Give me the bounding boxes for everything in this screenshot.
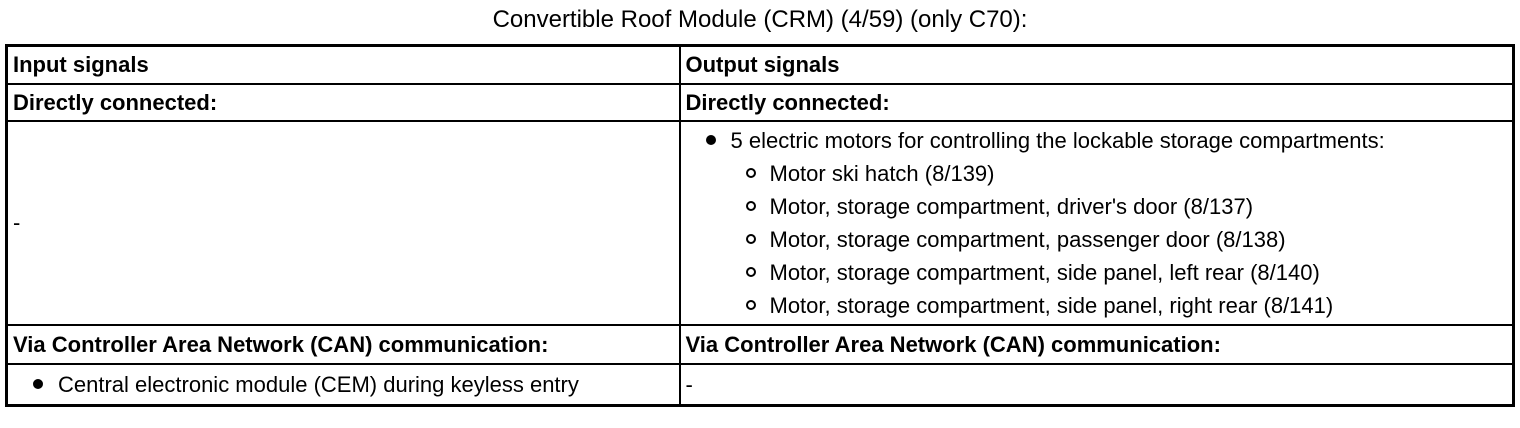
column-header-output-signals: Output signals: [678, 44, 1515, 85]
input-directly-connected-label: Directly connected:: [5, 82, 681, 122]
input-can-communication-list: Central electronic module (CEM) during k…: [5, 362, 681, 407]
bullet-icon: [33, 379, 43, 390]
output-directly-connected-list: 5 electric motors for controlling the lo…: [678, 119, 1515, 326]
signals-table: Input signals Output signals Directly co…: [5, 44, 1515, 407]
list-item-label: Motor, storage compartment, side panel, …: [769, 259, 1320, 285]
circle-bullet-icon: [745, 300, 756, 310]
column-header-input-signals: Input signals: [5, 44, 681, 85]
input-can-communication-label: Via Controller Area Network (CAN) commun…: [5, 323, 681, 365]
circle-bullet-icon: [745, 267, 756, 277]
page-title: Convertible Roof Module (CRM) (4/59) (on…: [492, 6, 1028, 33]
output-directly-connected-label: Directly connected:: [678, 82, 1515, 122]
circle-bullet-icon: [745, 168, 756, 178]
list-item-label: Central electronic module (CEM) during k…: [58, 371, 579, 397]
input-directly-connected-value: -: [5, 119, 681, 326]
list-item-label: Motor, storage compartment, driver's doo…: [769, 193, 1254, 219]
list-item-label: Motor, storage compartment, side panel, …: [769, 292, 1334, 318]
bullet-icon: [705, 135, 716, 145]
circle-bullet-icon: [745, 201, 756, 211]
list-item-label: 5 electric motors for controlling the lo…: [730, 127, 1385, 153]
directly-connected-content-row: - 5 electric motors for controlling the …: [5, 119, 1515, 326]
directly-connected-label-row: Directly connected: Directly connected:: [5, 82, 1515, 122]
list-item-motor-side-panel-right: Motor, storage compartment, side panel, …: [745, 289, 1508, 322]
can-communication-content-row: Central electronic module (CEM) during k…: [5, 362, 1515, 407]
table-header-row: Input signals Output signals: [5, 44, 1515, 85]
list-item-label: Motor ski hatch (8/139): [769, 160, 995, 186]
list-item-label: Motor, storage compartment, passenger do…: [769, 226, 1286, 252]
output-can-communication-label: Via Controller Area Network (CAN) commun…: [678, 323, 1515, 365]
list-item-motor-ski-hatch: Motor ski hatch (8/139): [745, 157, 1508, 190]
circle-bullet-icon: [745, 234, 756, 244]
output-can-communication-value: -: [678, 362, 1515, 407]
can-communication-label-row: Via Controller Area Network (CAN) commun…: [5, 323, 1515, 365]
list-item-motor-side-panel-left: Motor, storage compartment, side panel, …: [745, 256, 1508, 289]
list-item-motor-driver-door: Motor, storage compartment, driver's doo…: [745, 190, 1508, 223]
list-item-central-electronic-module: Central electronic module (CEM) during k…: [33, 368, 674, 401]
list-item-electric-motors: 5 electric motors for controlling the lo…: [705, 124, 1508, 157]
list-item-motor-passenger-door: Motor, storage compartment, passenger do…: [745, 223, 1508, 256]
